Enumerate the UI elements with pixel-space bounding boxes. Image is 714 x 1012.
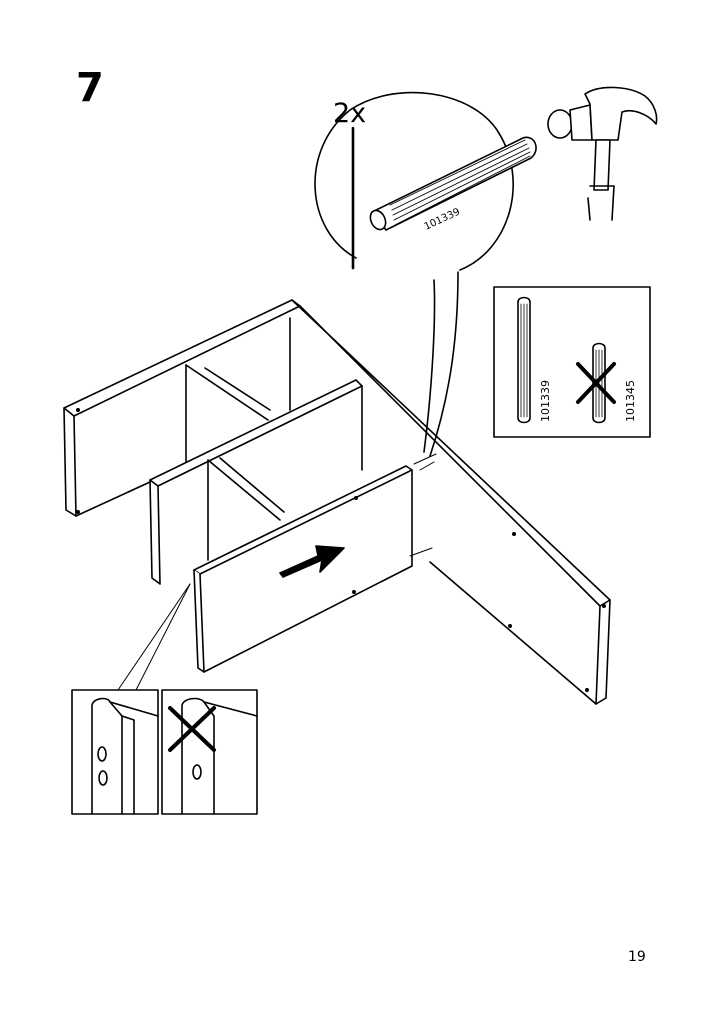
correct-edge-detail [71,689,159,815]
cross-mark-icon [168,706,216,752]
dowel-comparison-box [493,286,651,438]
cabinet-assembly-drawing [63,299,611,705]
correct-dowel-icon [517,296,531,424]
dowel-detail-callout [314,91,537,457]
correct-dowel-code-label: 101339 [539,380,552,422]
incorrect-edge-detail [161,689,258,815]
cross-mark-icon [576,362,616,404]
incorrect-dowel-icon [592,342,606,424]
step-number: 7 [76,65,104,111]
hammer-icon [547,86,658,221]
page-number: 19 [628,949,646,965]
incorrect-dowel-code-label: 101345 [624,380,637,422]
direction-arrow-icon [279,545,345,578]
dowel-code-label: 101339 [423,207,462,233]
detail-circle [314,91,514,271]
dowel-101339-icon [369,136,537,231]
